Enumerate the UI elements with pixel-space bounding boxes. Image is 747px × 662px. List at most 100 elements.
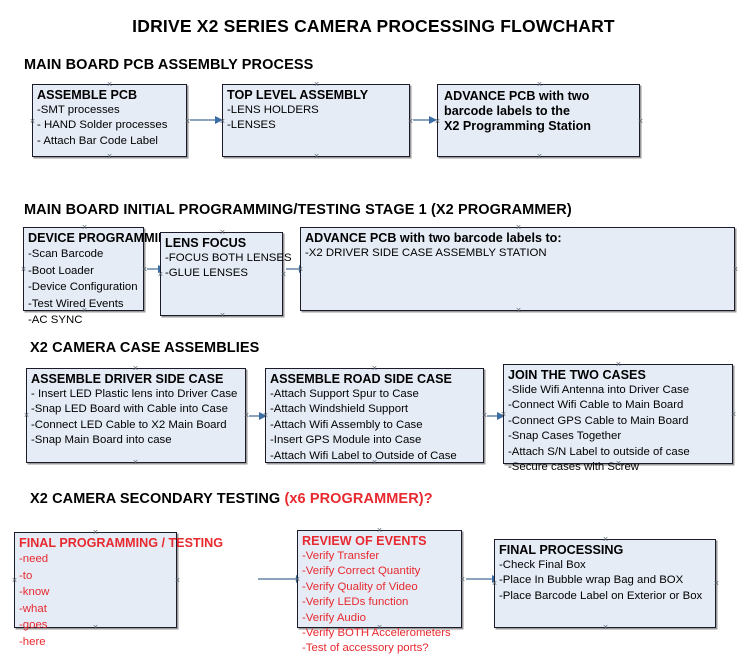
- node-line: -Verify Quality of Video: [302, 580, 418, 593]
- connector-handle-bottom[interactable]: [81, 307, 88, 314]
- node-line: -what: [19, 602, 47, 615]
- node-line: X2 Programming Station: [444, 119, 591, 133]
- node-line: -Boot Loader: [28, 264, 94, 277]
- node-line: -Place Barcode Label on Exterior or Box: [499, 589, 703, 602]
- node-line: -Test Wired Events: [28, 297, 124, 310]
- node-line: -Connect GPS Cable to Main Board: [508, 414, 689, 427]
- connector-handle-bottom[interactable]: [536, 153, 543, 160]
- connector-handle-bottom[interactable]: [219, 312, 226, 319]
- connector-handle-top[interactable]: [313, 81, 320, 88]
- connector-handle-top[interactable]: [376, 527, 383, 534]
- connector-handle-bottom[interactable]: [602, 624, 609, 631]
- section-heading-main-board-pcb-assembly-process: MAIN BOARD PCB ASSEMBLY PROCESS: [24, 57, 313, 73]
- node-line: -Snap Main Board into case: [31, 434, 172, 447]
- section-heading-text: MAIN BOARD INITIAL PROGRAMMING/TESTING S…: [24, 202, 572, 218]
- connector-handle-left[interactable]: [29, 118, 36, 125]
- connector-handle-right[interactable]: [280, 271, 287, 278]
- connector-handle-top[interactable]: [615, 361, 622, 368]
- node-line: -Insert GPS Module into Case: [270, 434, 422, 447]
- node-advance-pcb-to-x2-programming-station[interactable]: ADVANCE PCB with two barcode labels to t…: [437, 84, 640, 157]
- section-heading-text: MAIN BOARD PCB ASSEMBLY PROCESS: [24, 57, 314, 73]
- node-title: ASSEMBLE PCB: [37, 88, 138, 102]
- connector-handle-top[interactable]: [132, 365, 139, 372]
- node-line: -AC SYNC: [28, 314, 83, 327]
- section-heading-main-board-initial-programming: MAIN BOARD INITIAL PROGRAMMING/TESTING S…: [24, 202, 572, 218]
- node-line-overflow: -Test of accessory ports?: [302, 642, 429, 655]
- connector-handle-bottom[interactable]: [92, 624, 99, 631]
- node-line: - HAND Solder processes: [37, 119, 168, 132]
- node-line: -LENS HOLDERS: [227, 104, 319, 116]
- connector-handle-left[interactable]: [219, 118, 226, 125]
- connector-handle-right[interactable]: [459, 576, 466, 583]
- connector-handle-right[interactable]: [174, 577, 181, 584]
- node-lens-focus[interactable]: LENS FOCUS -FOCUS BOTH LENSES -GLUE LENS…: [157, 229, 292, 319]
- node-title: ASSEMBLE DRIVER SIDE CASE: [31, 372, 224, 386]
- connector-handle-left[interactable]: [11, 577, 18, 584]
- connector-handle-bottom[interactable]: [376, 624, 383, 631]
- connector-handle-top[interactable]: [219, 229, 226, 236]
- connector-handle-bottom[interactable]: [515, 307, 522, 314]
- connector-handle-top[interactable]: [92, 529, 99, 536]
- node-line: -Scan Barcode: [28, 248, 104, 260]
- section-heading-text: X2 CAMERA SECONDARY TESTING: [30, 491, 285, 507]
- connector-handle-left[interactable]: [23, 412, 30, 419]
- page-title: IDRIVE X2 SERIES CAMERA PROCESSING FLOWC…: [132, 16, 615, 36]
- connector-review-of-events-to-final-processing: [466, 574, 500, 583]
- node-line: -Secure cases with Screw: [508, 461, 640, 474]
- connector-handle-left[interactable]: [500, 411, 507, 418]
- node-title: LENS FOCUS: [165, 236, 247, 250]
- node-assemble-road-side-case[interactable]: ASSEMBLE ROAD SIDE CASE -Attach Support …: [265, 368, 484, 463]
- connector-handle-bottom[interactable]: [132, 459, 139, 466]
- node-assemble-driver-side-case[interactable]: ASSEMBLE DRIVER SIDE CASE - Insert LED P…: [26, 368, 246, 463]
- connector-handle-left[interactable]: [262, 412, 269, 419]
- node-line: -here: [19, 635, 46, 648]
- node-line: -Place In Bubble wrap Bag and BOX: [499, 574, 684, 587]
- node-device-programming[interactable]: DEVICE PROGRAMMING -Scan Barcode -Boot L…: [20, 224, 177, 326]
- connector-handle-bottom[interactable]: [106, 153, 113, 160]
- connector-handle-right[interactable]: [732, 266, 739, 273]
- node-line: - Attach Bar Code Label: [37, 134, 158, 147]
- connector-handle-top[interactable]: [81, 224, 88, 231]
- connector-handle-left[interactable]: [297, 266, 304, 273]
- connector-driver-side-to-road-side: [249, 411, 267, 420]
- node-top-level-assembly[interactable]: TOP LEVEL ASSEMBLY -LENS HOLDERS -LENSES: [222, 84, 410, 157]
- node-title: ASSEMBLE ROAD SIDE CASE: [270, 372, 452, 386]
- connector-handle-left[interactable]: [491, 580, 498, 587]
- connector-handle-top[interactable]: [536, 81, 543, 88]
- connector-handle-right[interactable]: [730, 411, 737, 418]
- node-line: -Verify Transfer: [302, 550, 380, 562]
- node-line: -know: [19, 586, 50, 599]
- node-line: -Check Final Box: [499, 559, 586, 571]
- node-line: -Attach S/N Label to outside of case: [508, 445, 690, 458]
- node-line: -Verify BOTH Accelerometers: [302, 627, 451, 640]
- connector-handle-top[interactable]: [515, 224, 522, 231]
- node-line: -Attach Support Spur to Case: [270, 388, 419, 400]
- node-line: -SMT processes: [37, 104, 120, 116]
- node-line: -Verify LEDs function: [302, 596, 409, 609]
- connector-handle-top[interactable]: [602, 536, 609, 543]
- node-advance-pcb-to-driver-side-case-assembly-station[interactable]: ADVANCE PCB with two barcode labels to: …: [300, 227, 735, 311]
- node-final-processing[interactable]: FINAL PROCESSING -Check Final Box -Place…: [494, 539, 716, 628]
- section-heading-highlight: (x6 PROGRAMMER)?: [284, 491, 433, 507]
- connector-handle-top[interactable]: [106, 81, 113, 88]
- connector-handle-left[interactable]: [294, 576, 301, 583]
- node-line: -need: [19, 553, 49, 565]
- node-assemble-pcb[interactable]: ASSEMBLE PCB -SMT processes - HAND Solde…: [32, 84, 187, 157]
- node-final-programming-testing[interactable]: FINAL PROGRAMMING / TESTING -need -to -k…: [11, 529, 223, 648]
- node-line: -Slide Wifi Antenna into Driver Case: [508, 384, 690, 396]
- connector-handle-left[interactable]: [20, 266, 27, 273]
- node-line: -Snap Cases Together: [508, 430, 622, 443]
- node-join-the-two-cases[interactable]: JOIN THE TWO CASES -Slide Wifi Antenna i…: [500, 361, 733, 473]
- section-heading-x2-camera-secondary-testing: X2 CAMERA SECONDARY TESTING (x6 PROGRAMM…: [30, 491, 433, 507]
- node-title: ADVANCE PCB with two: [444, 89, 590, 103]
- connector-handle-bottom[interactable]: [313, 153, 320, 160]
- connector-handle-bottom[interactable]: [371, 459, 378, 466]
- connector-handle-bottom[interactable]: [615, 460, 622, 467]
- node-line: -Connect LED Cable to X2 Main Board: [31, 418, 227, 431]
- connector-handle-right[interactable]: [713, 580, 720, 587]
- node-review-of-events[interactable]: REVIEW OF EVENTS -Verify Transfer -Verif…: [294, 527, 462, 654]
- connector-handle-top[interactable]: [371, 365, 378, 372]
- connector-handle-left[interactable]: [157, 271, 164, 278]
- connector-handle-left[interactable]: [434, 118, 441, 125]
- connector-handle-right[interactable]: [637, 118, 644, 125]
